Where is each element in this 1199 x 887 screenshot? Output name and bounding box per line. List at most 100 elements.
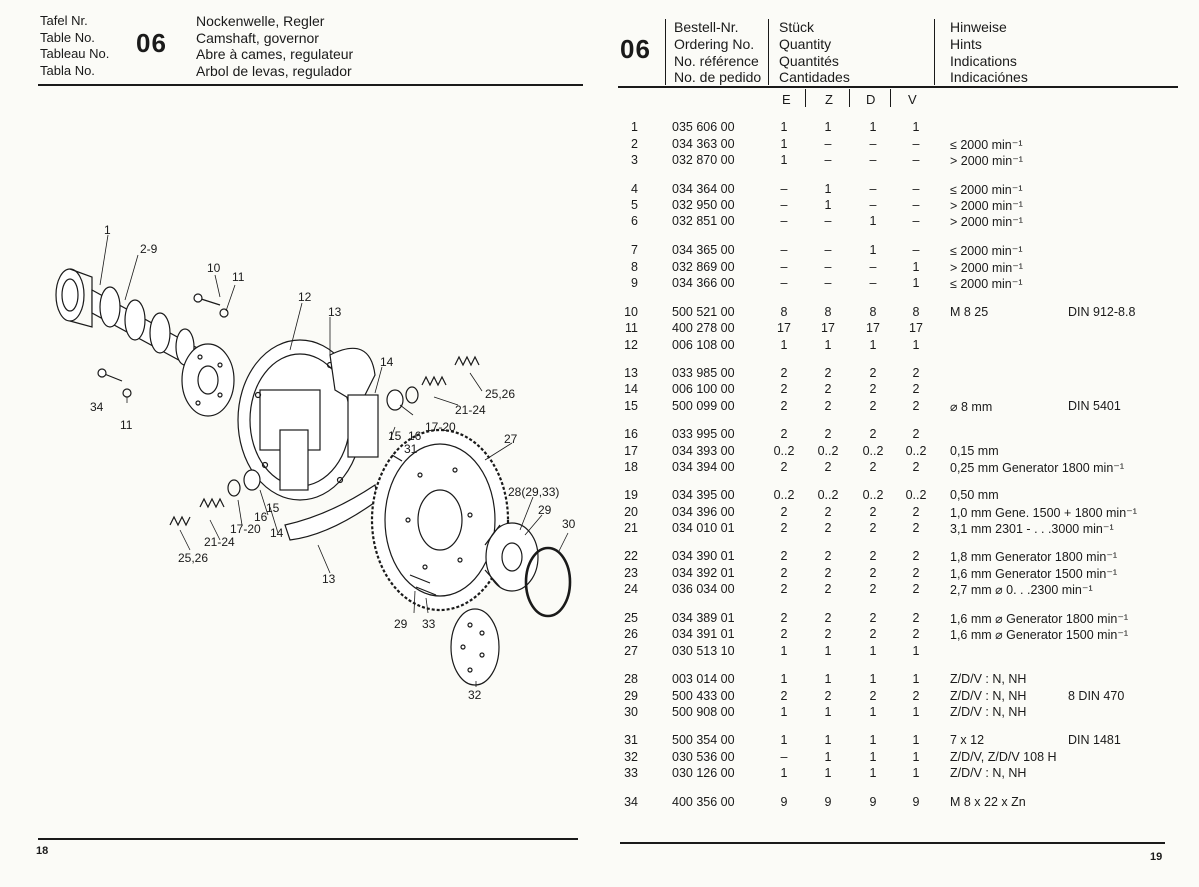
cell-pos: 1: [631, 120, 638, 134]
cell-d: 2: [869, 611, 877, 625]
variant-divider-1: [805, 89, 807, 107]
callout-27: 27: [504, 432, 518, 446]
callout-25-26a: 25,26: [485, 387, 515, 401]
header-rule-left: [38, 84, 583, 86]
cell-no: 034 010 01: [672, 521, 735, 535]
callout-14b: 14: [270, 526, 284, 540]
hints-en: Hints: [950, 35, 982, 52]
cell-no: 500 099 00: [672, 399, 735, 413]
cell-no: 033 985 00: [672, 366, 735, 380]
cell-v: 8: [912, 305, 920, 319]
cell-hint: ≤ 2000 min⁻¹: [950, 244, 1023, 258]
cell-d: 2: [869, 382, 877, 396]
cell-z: 1: [824, 733, 832, 747]
camshaft-drawing: [55, 268, 211, 379]
cell-hint: 7 x 12: [950, 733, 985, 747]
cell-d: 2: [869, 366, 877, 380]
cell-z: 2: [824, 549, 832, 563]
hints-de: Hinweise: [950, 19, 1007, 35]
cell-z: 2: [824, 460, 832, 474]
cell-hint: 0,25 mm Generator 1800 min⁻¹: [950, 461, 1125, 475]
callout-28: 28(29,33): [508, 485, 559, 499]
cell-hint: > 2000 min⁻¹: [950, 261, 1023, 275]
cell-hint: 1,6 mm ⌀ Generator 1800 min⁻¹: [950, 612, 1129, 626]
header-divider-2: [768, 19, 770, 85]
cell-d: 1: [869, 766, 877, 780]
cell-pos: 28: [624, 672, 638, 686]
callout-1: 1: [104, 223, 111, 237]
springs-upper-drawing: [386, 355, 480, 411]
cell-hint: ≤ 2000 min⁻¹: [950, 138, 1023, 152]
callout-21-24b: 21-24: [204, 535, 235, 549]
callout-16a: 16: [408, 429, 422, 443]
cell-v: 9: [912, 795, 920, 809]
cell-d: 1: [869, 338, 877, 352]
hints-header: Hinweise Hints Indications Indicaciónes: [950, 19, 1028, 86]
callout-11b: 11: [120, 418, 133, 432]
cell-z: 0..2: [817, 488, 839, 502]
cell-v: 2: [912, 521, 920, 535]
gear-drawing: [370, 428, 510, 612]
cell-e: –: [780, 214, 788, 228]
label-en: Table No.: [40, 29, 95, 45]
cell-hint: M 8 25: [950, 305, 989, 319]
cell-v: 2: [912, 549, 920, 563]
cell-no: 030 536 00: [672, 750, 735, 764]
cell-d: 1: [869, 214, 877, 228]
cell-v: 1: [912, 644, 920, 658]
cell-z: 2: [824, 582, 832, 596]
variant-e: E: [782, 92, 791, 107]
table-number-left: 06: [136, 28, 167, 58]
cell-d: 1: [869, 120, 877, 134]
cell-no: 500 433 00: [672, 689, 735, 703]
cell-z: 1: [824, 182, 832, 196]
cell-z: –: [824, 243, 832, 257]
cell-e: 1: [780, 733, 788, 747]
cell-v: 1: [912, 338, 920, 352]
cell-e: 1: [780, 153, 788, 167]
qty-fr: Quantités: [779, 52, 839, 69]
cell-e: 0..2: [773, 444, 795, 458]
cell-d: 2: [869, 549, 877, 563]
cell-z: 8: [824, 305, 832, 319]
cell-v: 2: [912, 627, 920, 641]
callout-32: 32: [468, 688, 482, 702]
cell-v: 2: [912, 582, 920, 596]
cell-pos: 29: [624, 689, 638, 703]
cell-hint: Z/D/V, Z/D/V 108 H: [950, 750, 1057, 764]
cell-z: 2: [824, 689, 832, 703]
cell-e: 2: [780, 505, 788, 519]
cell-pos: 7: [631, 243, 638, 257]
cell-z: 1: [824, 672, 832, 686]
diagram-callouts: 1 2-9 10 11 12 13 14 25,26 21-24 34 11 1…: [90, 223, 576, 702]
cell-pos: 3: [631, 153, 638, 167]
cell-z: 2: [824, 521, 832, 535]
cell-no: 032 870 00: [672, 153, 735, 167]
callout-30: 30: [562, 517, 576, 531]
cell-pos: 24: [624, 582, 638, 596]
cell-e: –: [780, 198, 788, 212]
cell-d: 1: [869, 243, 877, 257]
cell-e: 2: [780, 566, 788, 580]
exploded-diagram: 1 2-9 10 11 12 13 14 25,26 21-24 34 11 1…: [55, 223, 576, 702]
callout-13b: 13: [322, 572, 336, 586]
label-es: Tabla No.: [40, 62, 95, 78]
cell-z: 1: [824, 198, 832, 212]
cell-v: 2: [912, 382, 920, 396]
callout-14a: 14: [380, 355, 394, 369]
title-de: Nockenwelle, Regler: [196, 13, 325, 29]
cell-v: 2: [912, 689, 920, 703]
cell-e: 2: [780, 627, 788, 641]
variant-z: Z: [825, 92, 833, 107]
cell-d: –: [869, 182, 877, 196]
cell-e: 2: [780, 460, 788, 474]
